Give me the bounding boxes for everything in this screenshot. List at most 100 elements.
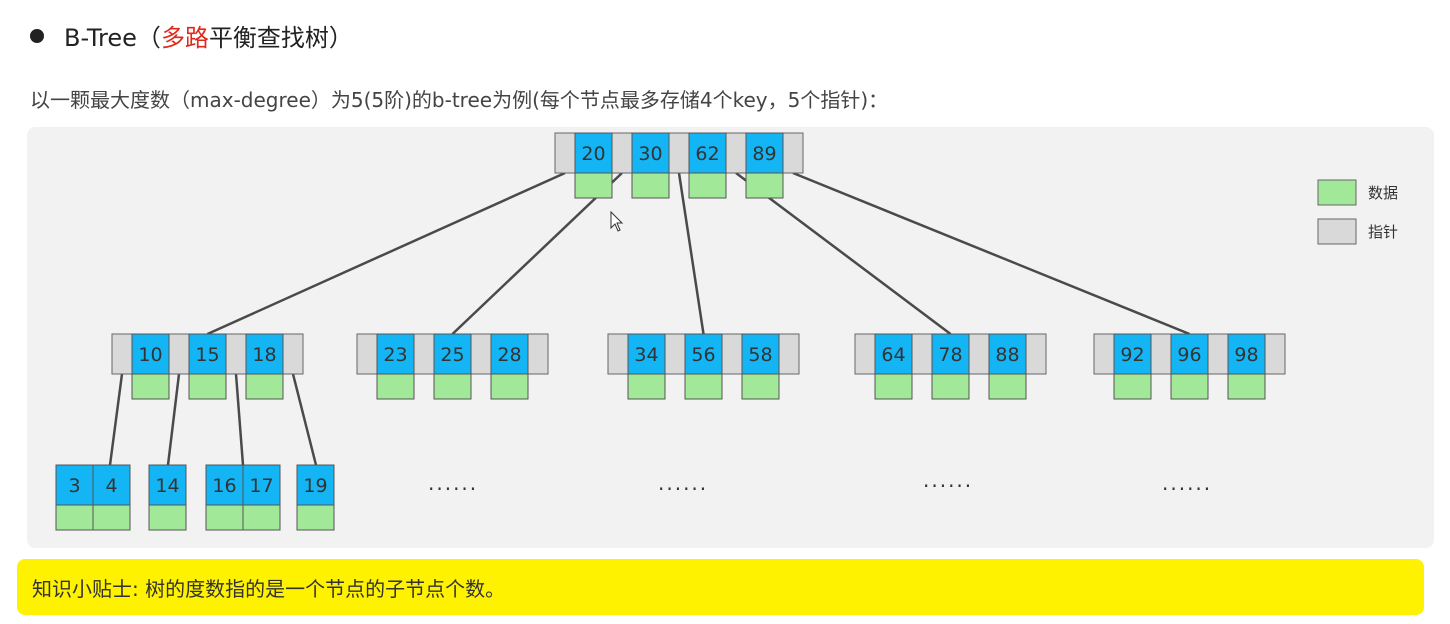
ellipsis: ...... (428, 471, 478, 495)
key-label: 17 (249, 475, 273, 497)
tree-edge (206, 171, 566, 336)
key-cell (490, 333, 529, 375)
level2-node: 64 78 88 (854, 333, 1047, 400)
heading-suffix: 平衡查找树） (208, 24, 353, 52)
key-cell (296, 464, 335, 506)
tree-edge (451, 172, 623, 335)
key-cell (688, 132, 727, 174)
data-cell (188, 373, 227, 400)
level2-node: 92 96 98 (1093, 333, 1286, 400)
key-label: 15 (195, 344, 219, 366)
key-label: 10 (138, 344, 162, 366)
data-cell (745, 172, 784, 199)
legend-pointer-label: 指针 (1368, 223, 1398, 241)
level2-node: 34 56 58 (607, 333, 800, 400)
data-cell (1227, 373, 1266, 400)
section-heading: B-Tree（多路平衡查找树） (30, 18, 353, 53)
data-cell (741, 373, 780, 400)
data-cell (296, 504, 335, 531)
key-cell (92, 464, 131, 506)
data-cell (433, 373, 472, 400)
key-label: 78 (938, 344, 962, 366)
mouse-cursor-icon (610, 210, 624, 232)
data-cell (490, 373, 529, 400)
data-cell (988, 373, 1027, 400)
key-label: 98 (1234, 344, 1258, 366)
description: 以一颗最大度数（max-degree）为5(5阶)的b-tree为例(每个节点最… (30, 88, 889, 112)
key-cell (376, 333, 415, 375)
leaf-node: 19 (296, 464, 335, 531)
data-cell (92, 504, 131, 531)
data-cell (684, 373, 723, 400)
key-cell (131, 333, 170, 375)
key-label: 19 (303, 475, 327, 497)
data-cell (931, 373, 970, 400)
key-cell (574, 132, 613, 174)
key-label: 62 (695, 143, 719, 165)
tip-text: 知识小贴士: 树的度数指的是一个节点的子节点个数。 (32, 577, 506, 601)
data-cell (627, 373, 666, 400)
root-node: 20 30 62 89 (554, 132, 804, 199)
data-cell (245, 373, 284, 400)
key-cell (931, 333, 970, 375)
key-label: 4 (105, 475, 117, 497)
key-cell (988, 333, 1027, 375)
level2-node: 10 15 18 (111, 333, 304, 400)
key-cell (433, 333, 472, 375)
data-cell (631, 172, 670, 199)
tree-edge (291, 373, 318, 466)
heading-highlight: 多路 (160, 24, 209, 52)
key-cell (874, 333, 913, 375)
key-label: 64 (881, 344, 905, 366)
key-label: 58 (748, 344, 772, 366)
bullet-icon (30, 28, 44, 43)
key-label: 92 (1120, 344, 1144, 366)
key-cell (188, 333, 227, 375)
data-cell (1113, 373, 1152, 400)
key-label: 23 (383, 344, 407, 366)
key-cell (741, 333, 780, 375)
data-cell (1170, 373, 1209, 400)
key-label: 96 (1177, 344, 1201, 366)
key-cell (245, 333, 284, 375)
data-cell (574, 172, 613, 199)
tree-edge (735, 172, 952, 335)
tree-edge (677, 172, 705, 335)
key-label: 34 (634, 344, 658, 366)
edges (108, 171, 1190, 466)
key-label: 28 (497, 344, 521, 366)
key-label: 88 (995, 344, 1019, 366)
data-cell (205, 504, 244, 531)
key-label: 89 (752, 143, 776, 165)
data-cell (148, 504, 187, 531)
key-cell (1227, 333, 1266, 375)
key-label: 30 (638, 143, 662, 165)
data-cell (688, 172, 727, 199)
data-cell (242, 504, 281, 531)
legend-pointer-swatch (1317, 218, 1357, 245)
ellipsis: ...... (658, 471, 708, 495)
tip-banner: 知识小贴士: 树的度数指的是一个节点的子节点个数。 (17, 559, 1424, 615)
key-label: 3 (68, 475, 80, 497)
key-label: 56 (691, 344, 715, 366)
key-label: 16 (212, 475, 236, 497)
data-cell (874, 373, 913, 400)
tree-edge (166, 373, 181, 466)
data-cell (55, 504, 94, 531)
heading-prefix: B-Tree（ (64, 24, 161, 52)
key-label: 14 (155, 475, 179, 497)
leaf-node: 14 (148, 464, 187, 531)
ellipsis: ...... (1162, 471, 1212, 495)
legend-data-swatch (1317, 179, 1357, 206)
key-label: 18 (252, 344, 276, 366)
tree-edge (792, 171, 1190, 336)
legend-data-label: 数据 (1368, 184, 1398, 202)
key-cell (745, 132, 784, 174)
key-label: 20 (581, 143, 605, 165)
